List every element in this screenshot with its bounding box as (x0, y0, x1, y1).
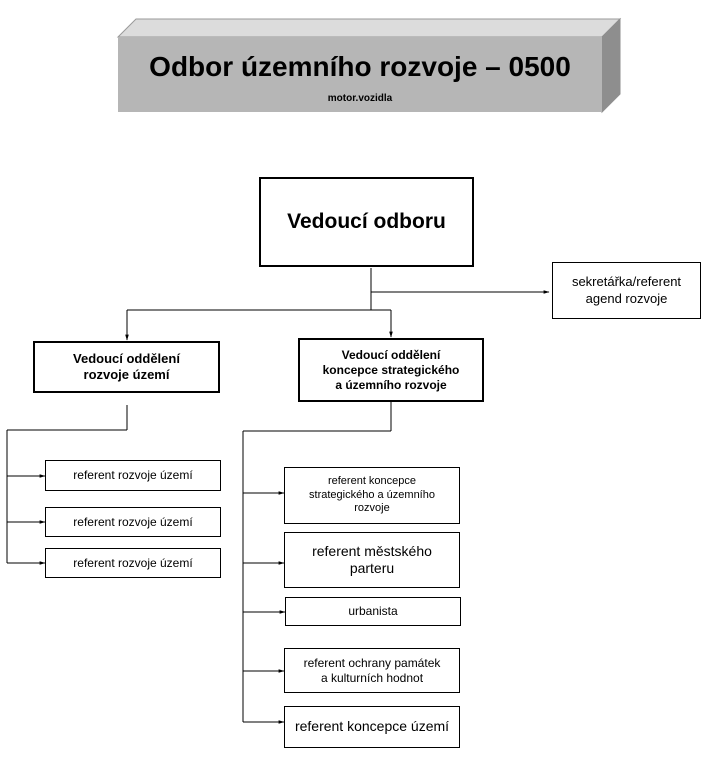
banner: Odbor územního rozvoje – 0500 motor.vozi… (118, 37, 602, 112)
right-staff-3-line1: urbanista (348, 604, 398, 618)
right-staff-1-line1: referent koncepce (327, 474, 417, 487)
right-staff-3: urbanista (285, 597, 461, 626)
left-staff-2-label: referent rozvoje území (73, 514, 193, 529)
dept-left-line1: Vedoucí oddělení (73, 350, 180, 366)
right-staff-5-line1: referent koncepce území (294, 718, 450, 735)
dept-right-line1: Vedoucí oddělení (341, 347, 441, 362)
dept-right-line3: a územního rozvoje (335, 377, 447, 392)
right-staff-2-line2: parteru (349, 560, 395, 576)
assistant-line1: sekretářka/referent (571, 274, 682, 290)
dept-left-box: Vedoucí oddělení rozvoje území (33, 341, 220, 393)
assistant-box: sekretářka/referent agend rozvoje (552, 262, 701, 319)
head-label: Vedoucí odboru (287, 209, 446, 233)
left-staff-3-label: referent rozvoje území (73, 555, 193, 570)
left-staff-1-label: referent rozvoje území (73, 468, 193, 482)
dept-right-box: Vedoucí oddělení koncepce strategického … (298, 338, 484, 402)
right-staff-1-line2: strategického a územního (309, 488, 435, 501)
right-staff-2: referent městského parteru (284, 532, 460, 588)
dept-left-line2: rozvoje území (83, 367, 170, 382)
right-staff-4-line2: a kulturních hodnot (320, 670, 424, 685)
left-staff-3: referent rozvoje území (45, 548, 221, 578)
banner-subtitle: motor.vozidla (327, 93, 393, 104)
right-staff-4-line1: referent ochrany památek (303, 655, 441, 670)
right-staff-2-line1: referent městského (312, 542, 432, 559)
left-staff-1: referent rozvoje území (45, 460, 221, 491)
right-staff-4: referent ochrany památek a kulturních ho… (284, 648, 460, 693)
left-staff-2: referent rozvoje území (45, 507, 221, 537)
right-staff-1: referent koncepce strategického a územní… (284, 467, 460, 524)
dept-right-line2: koncepce strategického (322, 362, 460, 377)
right-staff-1-line3: rozvoje (354, 502, 390, 515)
assistant-line2: agend rozvoje (585, 290, 668, 306)
banner-title: Odbor územního rozvoje – 0500 (149, 51, 571, 82)
right-staff-5: referent koncepce území (284, 706, 460, 748)
head-box: Vedoucí odboru (259, 177, 474, 267)
